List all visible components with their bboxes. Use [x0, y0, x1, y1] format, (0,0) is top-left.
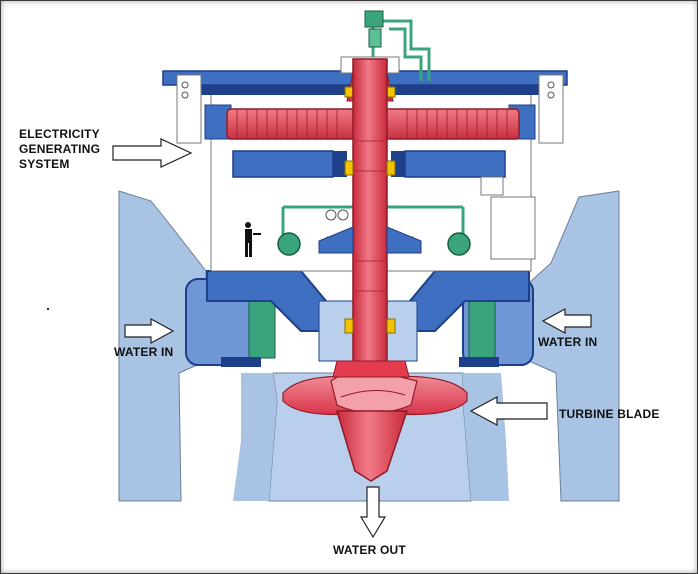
arrow-electricity: [112, 138, 193, 168]
label-line: GENERATING: [19, 142, 101, 156]
label-water-in-left: WATER IN: [114, 345, 174, 359]
main-shaft: [352, 58, 388, 390]
worker-figure: [245, 222, 261, 257]
label-water-out: WATER OUT: [333, 543, 406, 557]
label-electricity-generating-system: ELECTRICITY GENERATING SYSTEM: [19, 127, 100, 172]
water-body-right: [528, 190, 620, 502]
arrow-water-in-right: [541, 307, 592, 335]
label-water-in-right: WATER IN: [538, 335, 598, 349]
turbine-runner: [282, 360, 468, 482]
label-turbine-blade: TURBINE BLADE: [559, 407, 660, 421]
governor-heads: [277, 10, 471, 256]
arrow-water-out: [359, 486, 387, 539]
stray-dot: [47, 308, 49, 310]
label-line: SYSTEM: [19, 157, 70, 171]
label-line: ELECTRICITY: [19, 127, 100, 141]
thrust-bracket: [318, 226, 422, 254]
arrow-turbine-blade: [469, 395, 548, 427]
arrow-water-in-left: [124, 317, 175, 345]
